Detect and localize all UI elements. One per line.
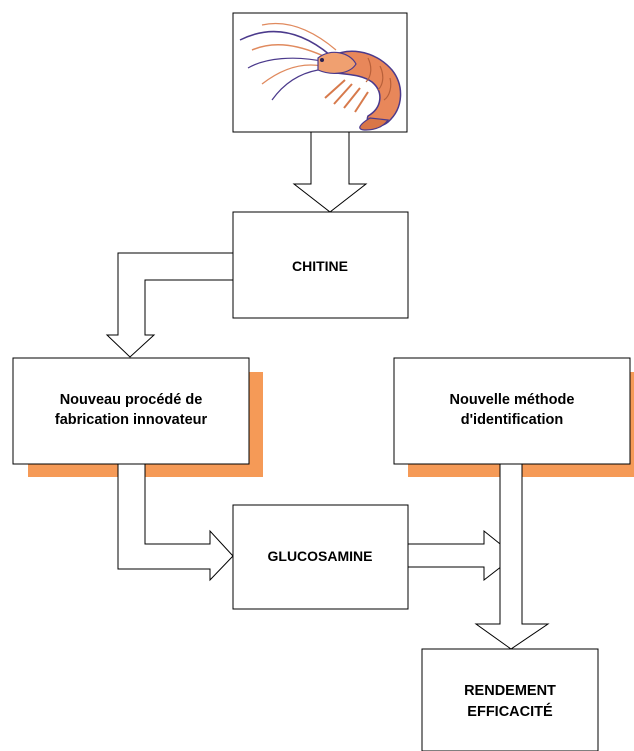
arrow-methode-to-rendement	[474, 463, 550, 650]
methode-label-line1: Nouvelle méthode	[450, 392, 575, 408]
methode-box-group: Nouvelle méthode d'identification	[393, 357, 634, 477]
procede-label-line2: fabrication innovateur	[55, 412, 208, 428]
shrimp-icon	[239, 22, 402, 131]
arrow-procede-to-glucosamine	[117, 463, 234, 582]
procede-box	[12, 357, 250, 465]
procede-box-group: Nouveau procédé de fabrication innovateu…	[12, 357, 263, 477]
glucosamine-label: GLUCOSAMINE	[268, 548, 373, 564]
rendement-label-line1: RENDEMENT	[464, 683, 556, 699]
methode-box	[393, 357, 631, 465]
glucosamine-box	[232, 504, 409, 610]
shrimp-image-box	[232, 12, 408, 133]
arrow-glucosamine-right	[407, 529, 516, 582]
rendement-box	[421, 648, 599, 751]
arrow-chitine-to-procede	[105, 252, 234, 358]
rendement-label-line2: EFFICACITÉ	[467, 703, 553, 720]
arrow-shrimp-to-chitine	[292, 131, 368, 213]
chitine-label: CHITINE	[292, 258, 348, 274]
procede-label-line1: Nouveau procédé de	[60, 392, 203, 408]
chitine-box	[232, 211, 409, 319]
methode-label-line2: d'identification	[461, 412, 564, 428]
